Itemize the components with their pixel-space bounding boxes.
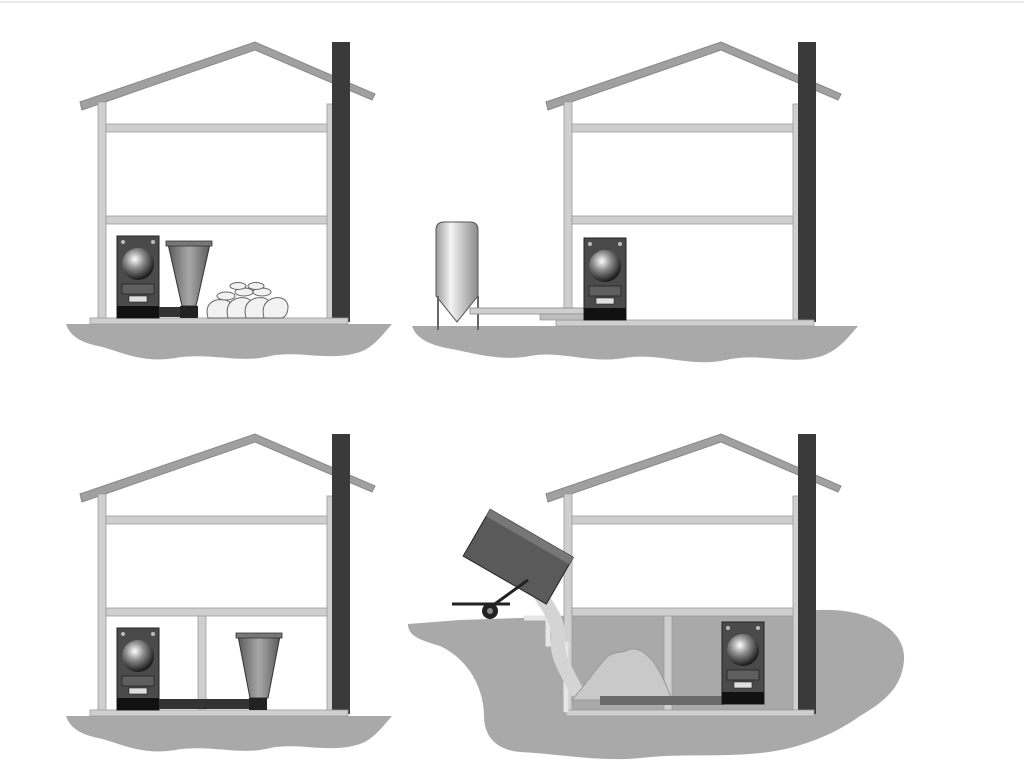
panel-external-silo: [412, 41, 858, 363]
boiler: [583, 237, 627, 321]
dump-trailer: [452, 508, 574, 619]
feed-auger: [600, 696, 724, 705]
panel-underground-store: [408, 433, 905, 760]
panel-bagged-pellets: [66, 41, 392, 360]
storage-partition: [197, 615, 207, 713]
pellet-bags: [206, 282, 289, 319]
ground: [412, 326, 858, 363]
pellet-pile: [570, 648, 673, 701]
ground: [66, 716, 392, 752]
feed-pipe: [159, 307, 181, 317]
boiler: [116, 235, 160, 319]
feed-auger: [469, 307, 589, 321]
hopper: [235, 632, 283, 710]
panel-indoor-storage-room: [66, 433, 392, 752]
ground: [66, 324, 392, 360]
feed-auger: [159, 699, 259, 709]
boiler: [116, 627, 160, 711]
hopper: [165, 240, 213, 318]
boiler: [721, 621, 765, 705]
